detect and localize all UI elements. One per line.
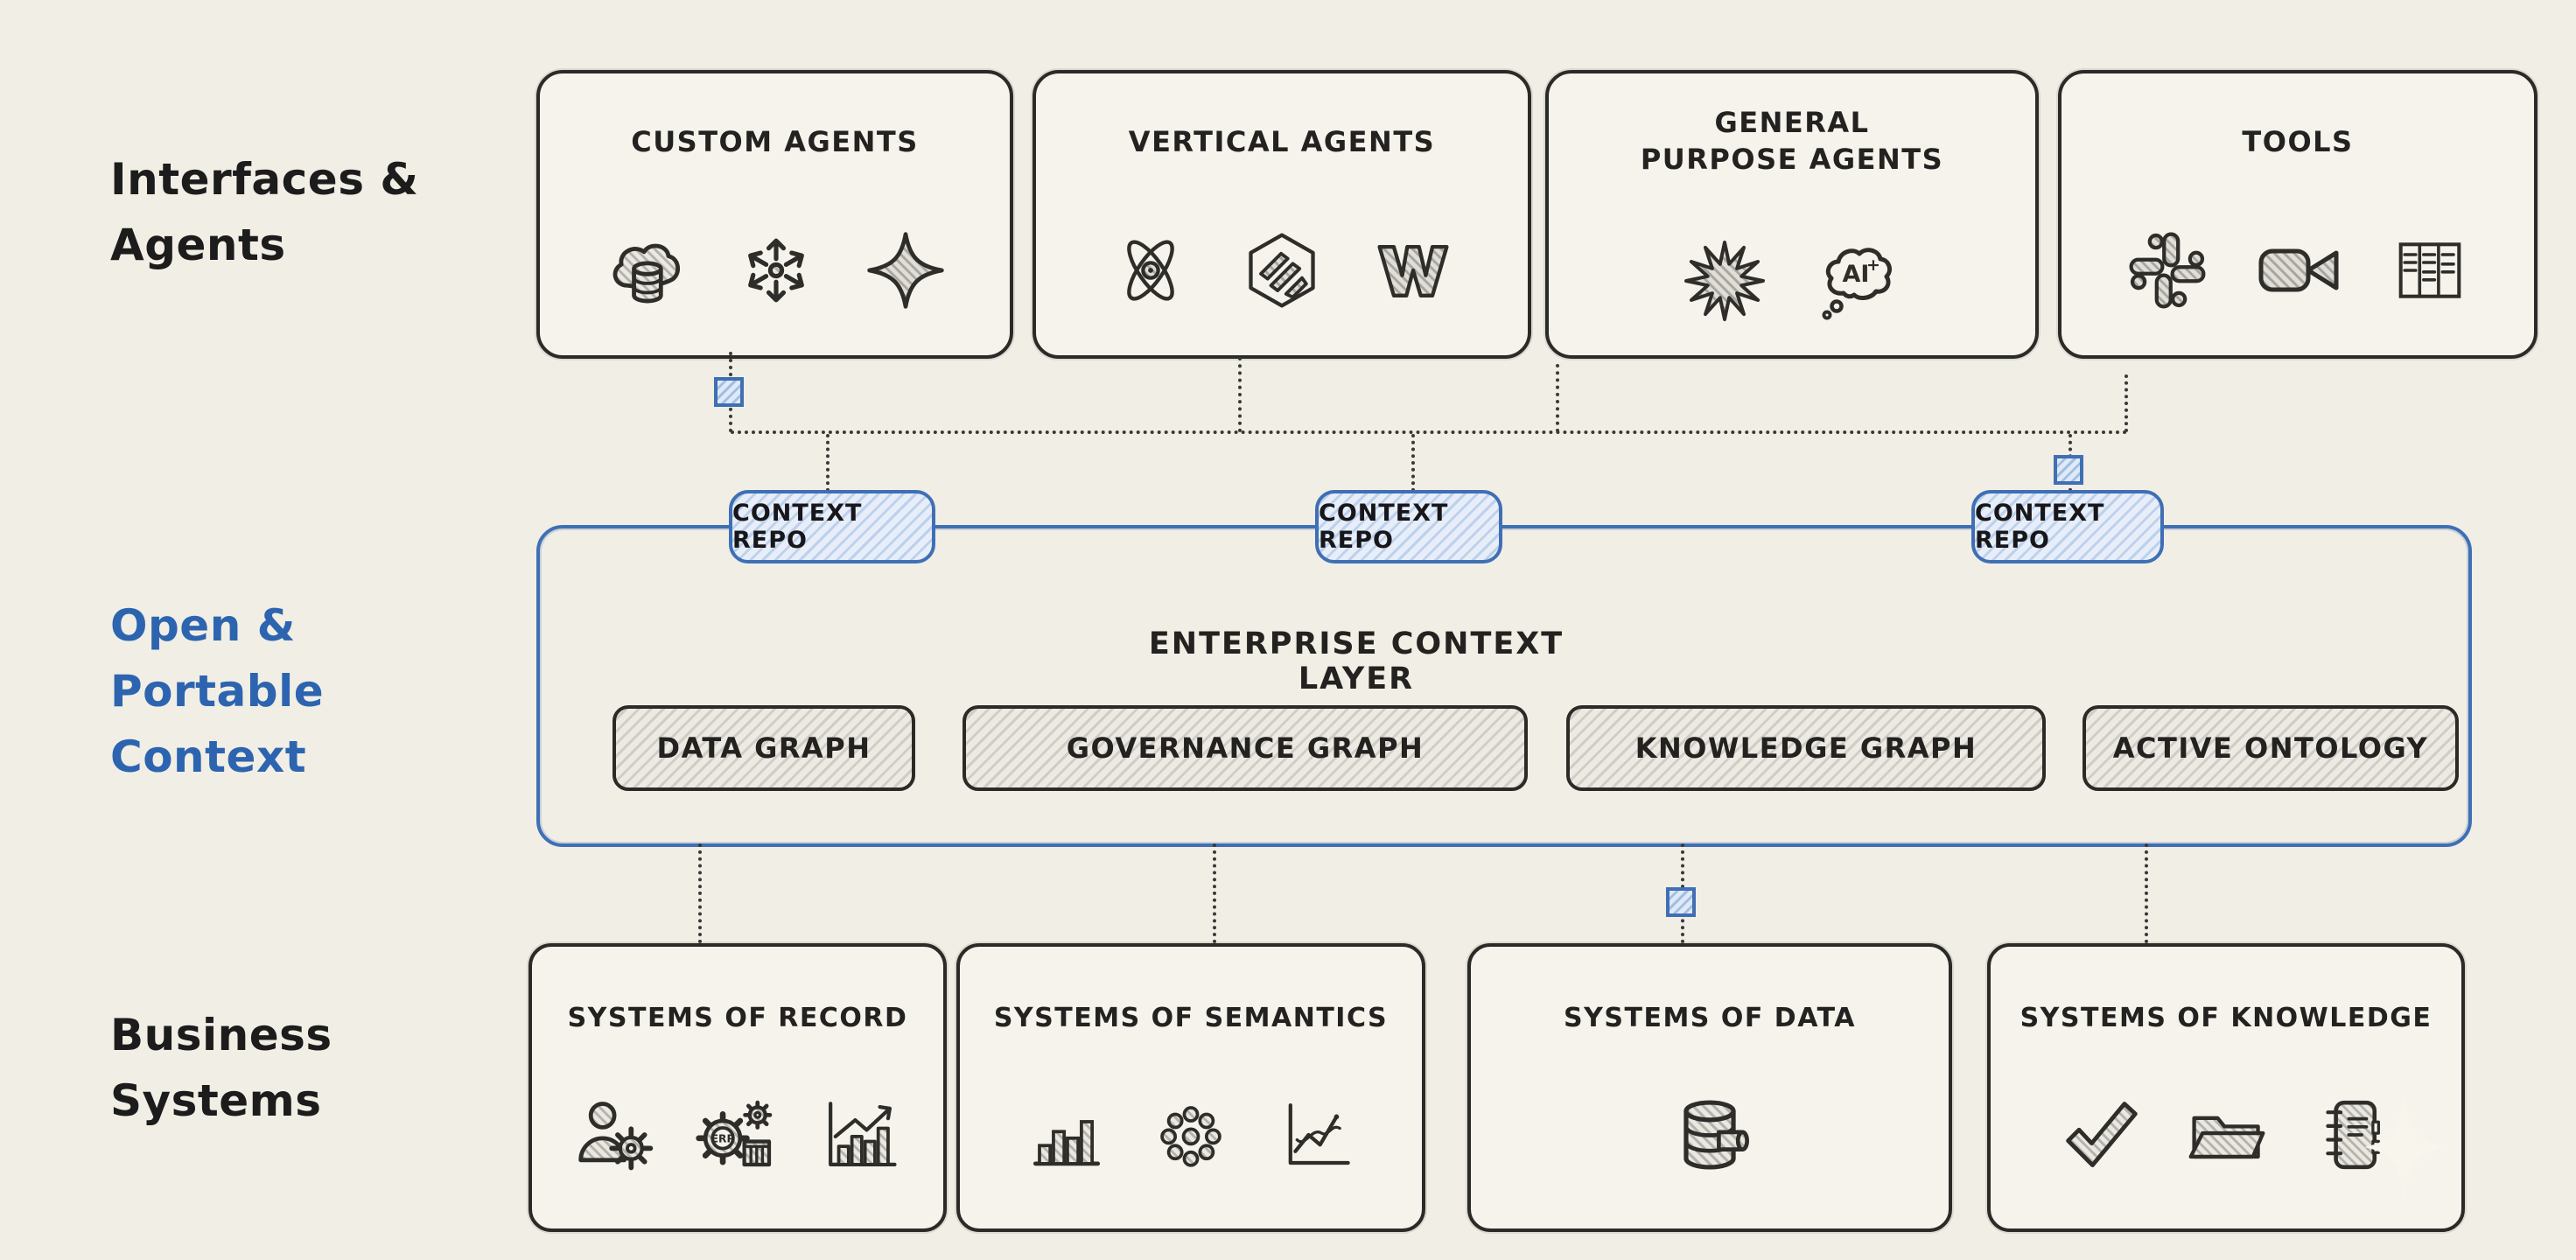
erp-text: ERP	[711, 1133, 735, 1145]
bar-chart-icon	[1032, 1120, 1101, 1166]
icon-row	[2062, 214, 2534, 327]
governance-graph-box: GOVERNANCE GRAPH	[962, 705, 1528, 791]
ai-text: AI	[1843, 261, 1870, 288]
active-ontology-box: ACTIVE ONTOLOGY	[2082, 705, 2459, 791]
connector-tools	[2124, 374, 2128, 432]
enterprise-context-layer-title: ENTERPRISE CONTEXT LAYER	[1148, 626, 1564, 696]
agent-box-title: CUSTOM AGENTS	[631, 125, 919, 158]
agent-box-vertical: VERTICAL AGENTS	[1032, 70, 1531, 359]
context-repo-badge-3: CONTEXT REPO	[1971, 490, 2164, 564]
snowflake-icon	[747, 238, 804, 303]
hex-emblem-icon	[1249, 233, 1315, 308]
starburst-icon	[1684, 241, 1765, 321]
icon-row: AI +	[1549, 224, 2035, 338]
context-repo-badge-2: CONTEXT REPO	[1315, 490, 1502, 564]
context-repo-badge-1: CONTEXT REPO	[729, 490, 935, 564]
kanban-board-icon	[2398, 242, 2461, 298]
blue-node-square	[1666, 887, 1696, 917]
layer-label-business-systems: Business Systems	[110, 1010, 332, 1126]
connector-repo-2	[1411, 434, 1415, 492]
database-pipe-icon	[1684, 1100, 1749, 1170]
ai-plus-text: +	[1866, 256, 1880, 275]
layer-label-open-portable-context: Open & Portable Context	[110, 600, 325, 782]
connector-bus-line	[731, 430, 2128, 434]
connector-general-purpose-agents	[1556, 364, 1559, 432]
blue-node-square	[714, 377, 744, 407]
atom-icon	[1127, 240, 1174, 301]
user-gear-icon	[578, 1102, 654, 1171]
connector-systems-of-record	[698, 844, 702, 943]
four-point-star-icon	[866, 232, 944, 309]
icon-row	[540, 214, 1010, 327]
layer-label-interfaces-agents: Interfaces & Agents	[110, 154, 419, 270]
business-box-title: SYSTEMS OF KNOWLEDGE	[2020, 1003, 2432, 1033]
business-box-data: SYSTEMS OF DATA	[1467, 943, 1952, 1232]
w-mark-icon	[1377, 244, 1449, 298]
icon-row	[960, 1078, 1422, 1192]
line-chart-icon	[1288, 1103, 1350, 1166]
video-camera-icon	[2258, 248, 2339, 292]
growth-chart-icon	[829, 1102, 897, 1166]
icon-row	[1991, 1078, 2461, 1192]
ai-thought-bubble-icon: AI +	[1822, 248, 1892, 320]
agent-box-tools: TOOLS	[2058, 70, 2538, 359]
agent-box-title: GENERAL PURPOSE AGENTS	[1640, 106, 1944, 176]
notebook-icon	[2326, 1100, 2380, 1170]
erp-gear-icon: ERP	[696, 1100, 773, 1167]
business-box-semantics: SYSTEMS OF SEMANTICS	[956, 943, 1425, 1232]
business-box-knowledge: SYSTEMS OF KNOWLEDGE	[1987, 943, 2465, 1232]
connector-repo-1	[826, 434, 830, 492]
business-box-title: SYSTEMS OF DATA	[1564, 1003, 1856, 1033]
connector-vertical-agents	[1238, 357, 1242, 432]
agent-box-custom: CUSTOM AGENTS	[536, 70, 1013, 359]
blue-node-square	[2054, 455, 2083, 485]
icon-row: ERP	[532, 1078, 943, 1192]
business-box-title: SYSTEMS OF RECORD	[567, 1003, 908, 1033]
agent-box-title: VERTICAL AGENTS	[1128, 125, 1436, 158]
slack-icon	[2129, 232, 2206, 309]
agent-box-general-purpose: GENERAL PURPOSE AGENTS AI +	[1545, 70, 2039, 359]
connector-systems-of-semantics	[1213, 844, 1216, 943]
icon-row	[1036, 214, 1528, 327]
checkmark-icon	[2066, 1102, 2138, 1167]
folder-icon	[2188, 1116, 2265, 1159]
business-box-title: SYSTEMS OF SEMANTICS	[993, 1003, 1389, 1033]
enterprise-context-layer-container	[536, 525, 2472, 847]
connector-systems-of-knowledge	[2145, 844, 2148, 943]
four-point-star-watermark	[2363, 1091, 2446, 1203]
data-graph-box: DATA GRAPH	[612, 705, 915, 791]
business-box-record: SYSTEMS OF RECORD	[528, 943, 947, 1232]
dot-cluster-icon	[1160, 1106, 1222, 1167]
icon-row	[1471, 1078, 1949, 1192]
agent-box-title: TOOLS	[2242, 125, 2354, 158]
knowledge-graph-box: KNOWLEDGE GRAPH	[1566, 705, 2046, 791]
cloud-database-icon	[612, 243, 680, 304]
